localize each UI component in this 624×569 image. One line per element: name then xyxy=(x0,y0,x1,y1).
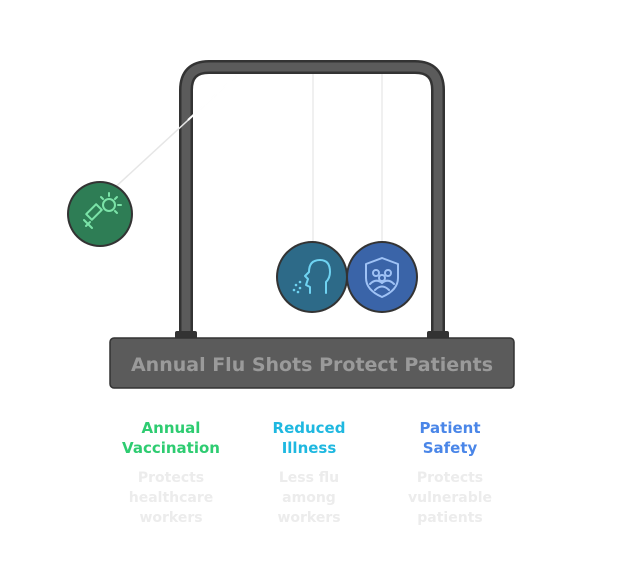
column-patient-safety: Patient Safety Protects vulnerable patie… xyxy=(385,418,515,528)
column-description: Less flu among workers xyxy=(277,470,341,526)
column-title: Annual Vaccination xyxy=(122,419,220,457)
cradle-base xyxy=(109,337,515,389)
string-swinging-highlight xyxy=(187,75,237,121)
column-description: Protects vulnerable patients xyxy=(407,470,493,526)
column-title: Patient Safety xyxy=(419,419,481,457)
ball-reduced-illness xyxy=(276,241,348,313)
ball-annual-vaccination xyxy=(67,181,133,247)
column-annual-vaccination: Annual Vaccination Protects healthcare w… xyxy=(106,418,236,528)
column-reduced-illness: Reduced Illness Less flu among workers xyxy=(244,418,374,528)
syringe-virus-icon xyxy=(83,192,122,229)
base-title: Annual Flu Shots Protect Patients xyxy=(131,354,493,376)
sneezing-head-icon xyxy=(304,259,331,294)
ball-patient-safety xyxy=(346,241,418,313)
column-title: Reduced Illness xyxy=(272,419,346,457)
column-description: Protects healthcare workers xyxy=(128,470,214,526)
cradle-frame-inner xyxy=(181,62,443,342)
shield-people-icon xyxy=(365,257,399,298)
sneeze-droplets xyxy=(292,280,302,294)
